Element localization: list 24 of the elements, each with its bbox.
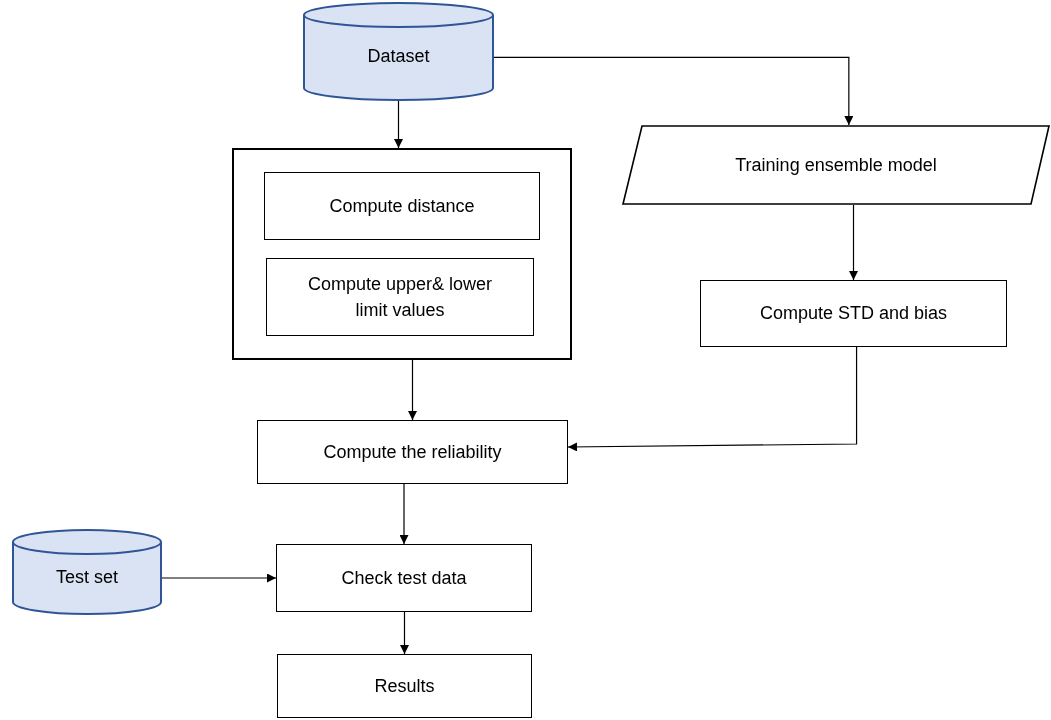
arrow — [408, 359, 417, 421]
process-box — [257, 420, 568, 484]
node-label: Compute distance — [329, 194, 475, 218]
node-label: Check test data — [341, 566, 467, 590]
process-box — [700, 280, 1007, 347]
node-label: Compute upper& lower limit values — [306, 272, 494, 322]
arrow — [849, 204, 858, 281]
arrow — [394, 99, 403, 149]
arrow — [493, 56, 854, 126]
node-label: Results — [374, 674, 435, 698]
arrow — [399, 483, 409, 545]
node-label: Test set — [56, 565, 118, 589]
arrow — [567, 346, 858, 452]
arrow — [161, 573, 277, 583]
node-label: Compute STD and bias — [759, 302, 948, 326]
process-box — [266, 258, 534, 336]
group-box — [232, 148, 572, 360]
arrow — [400, 611, 409, 655]
node-label: Training ensemble model — [735, 153, 937, 177]
process-box — [264, 172, 540, 240]
node-label: Dataset — [367, 45, 430, 69]
process-box — [277, 654, 532, 718]
node-label: Compute the reliability — [323, 440, 502, 464]
process-box — [276, 544, 532, 612]
